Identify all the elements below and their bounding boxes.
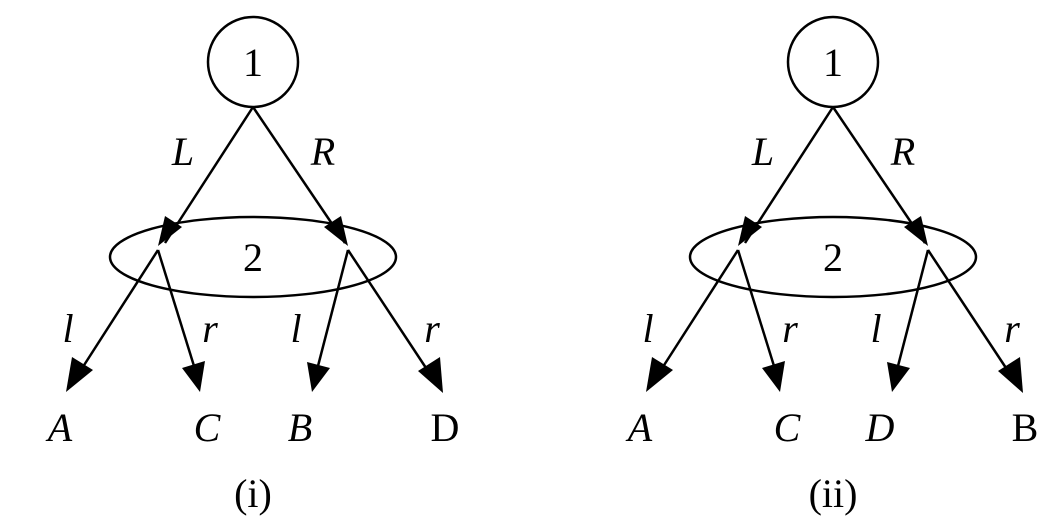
game-tree-i: 1 2 L R l r l r A C B D (i) [45, 15, 460, 516]
root-player-label: 1 [823, 40, 843, 85]
arrowhead [418, 357, 443, 393]
move-label-R: R [310, 129, 335, 174]
edge-r-right [346, 249, 432, 375]
outcome-label: D [865, 405, 895, 450]
arrowhead [998, 357, 1023, 393]
arrowhead [66, 357, 93, 392]
outcome-label: D [431, 405, 460, 450]
move-label-L: L [171, 129, 194, 174]
root-player-label: 1 [243, 40, 263, 85]
arrowhead [904, 216, 928, 246]
arrowhead [738, 216, 762, 246]
move-label-r: r [1004, 306, 1020, 351]
edge-l-right [896, 249, 930, 367]
outcome-label: A [45, 405, 73, 450]
tree-caption: (ii) [809, 471, 858, 516]
arrowhead [324, 216, 348, 246]
outcome-label: C [774, 405, 802, 450]
outcome-label: C [194, 405, 222, 450]
arrowhead [182, 361, 205, 392]
arrowhead [307, 362, 330, 392]
outcome-label: B [1012, 405, 1039, 450]
edge-l-right [316, 249, 350, 367]
info-set-player-label: 2 [823, 235, 843, 280]
arrowhead [158, 216, 182, 246]
outcome-label: A [625, 405, 653, 450]
information-set [108, 215, 398, 299]
move-label-l: l [642, 306, 653, 351]
tree-caption: (i) [234, 471, 272, 516]
move-label-l: l [870, 306, 881, 351]
arrowhead [887, 362, 910, 392]
arrowhead [646, 357, 673, 392]
edge-r-right [926, 249, 1012, 375]
game-tree-ii: 1 2 L R l r l r A C D B (ii) [625, 15, 1039, 516]
edge-r-left [736, 249, 776, 367]
edge-r-left [156, 249, 196, 367]
outcome-label: B [288, 405, 312, 450]
information-set [688, 215, 978, 299]
move-label-L: L [751, 129, 774, 174]
arrowhead [762, 361, 785, 392]
edge-L [163, 106, 255, 244]
edge-L [743, 106, 835, 244]
move-label-l: l [62, 306, 73, 351]
move-label-r: r [782, 306, 798, 351]
move-label-r: r [202, 306, 218, 351]
edge-l-left [657, 249, 740, 374]
edge-l-left [77, 249, 160, 374]
move-label-r: r [424, 306, 440, 351]
edge-R [831, 106, 927, 244]
edge-R [251, 106, 347, 244]
info-set-player-label: 2 [243, 235, 263, 280]
move-label-R: R [890, 129, 915, 174]
move-label-l: l [290, 306, 301, 351]
